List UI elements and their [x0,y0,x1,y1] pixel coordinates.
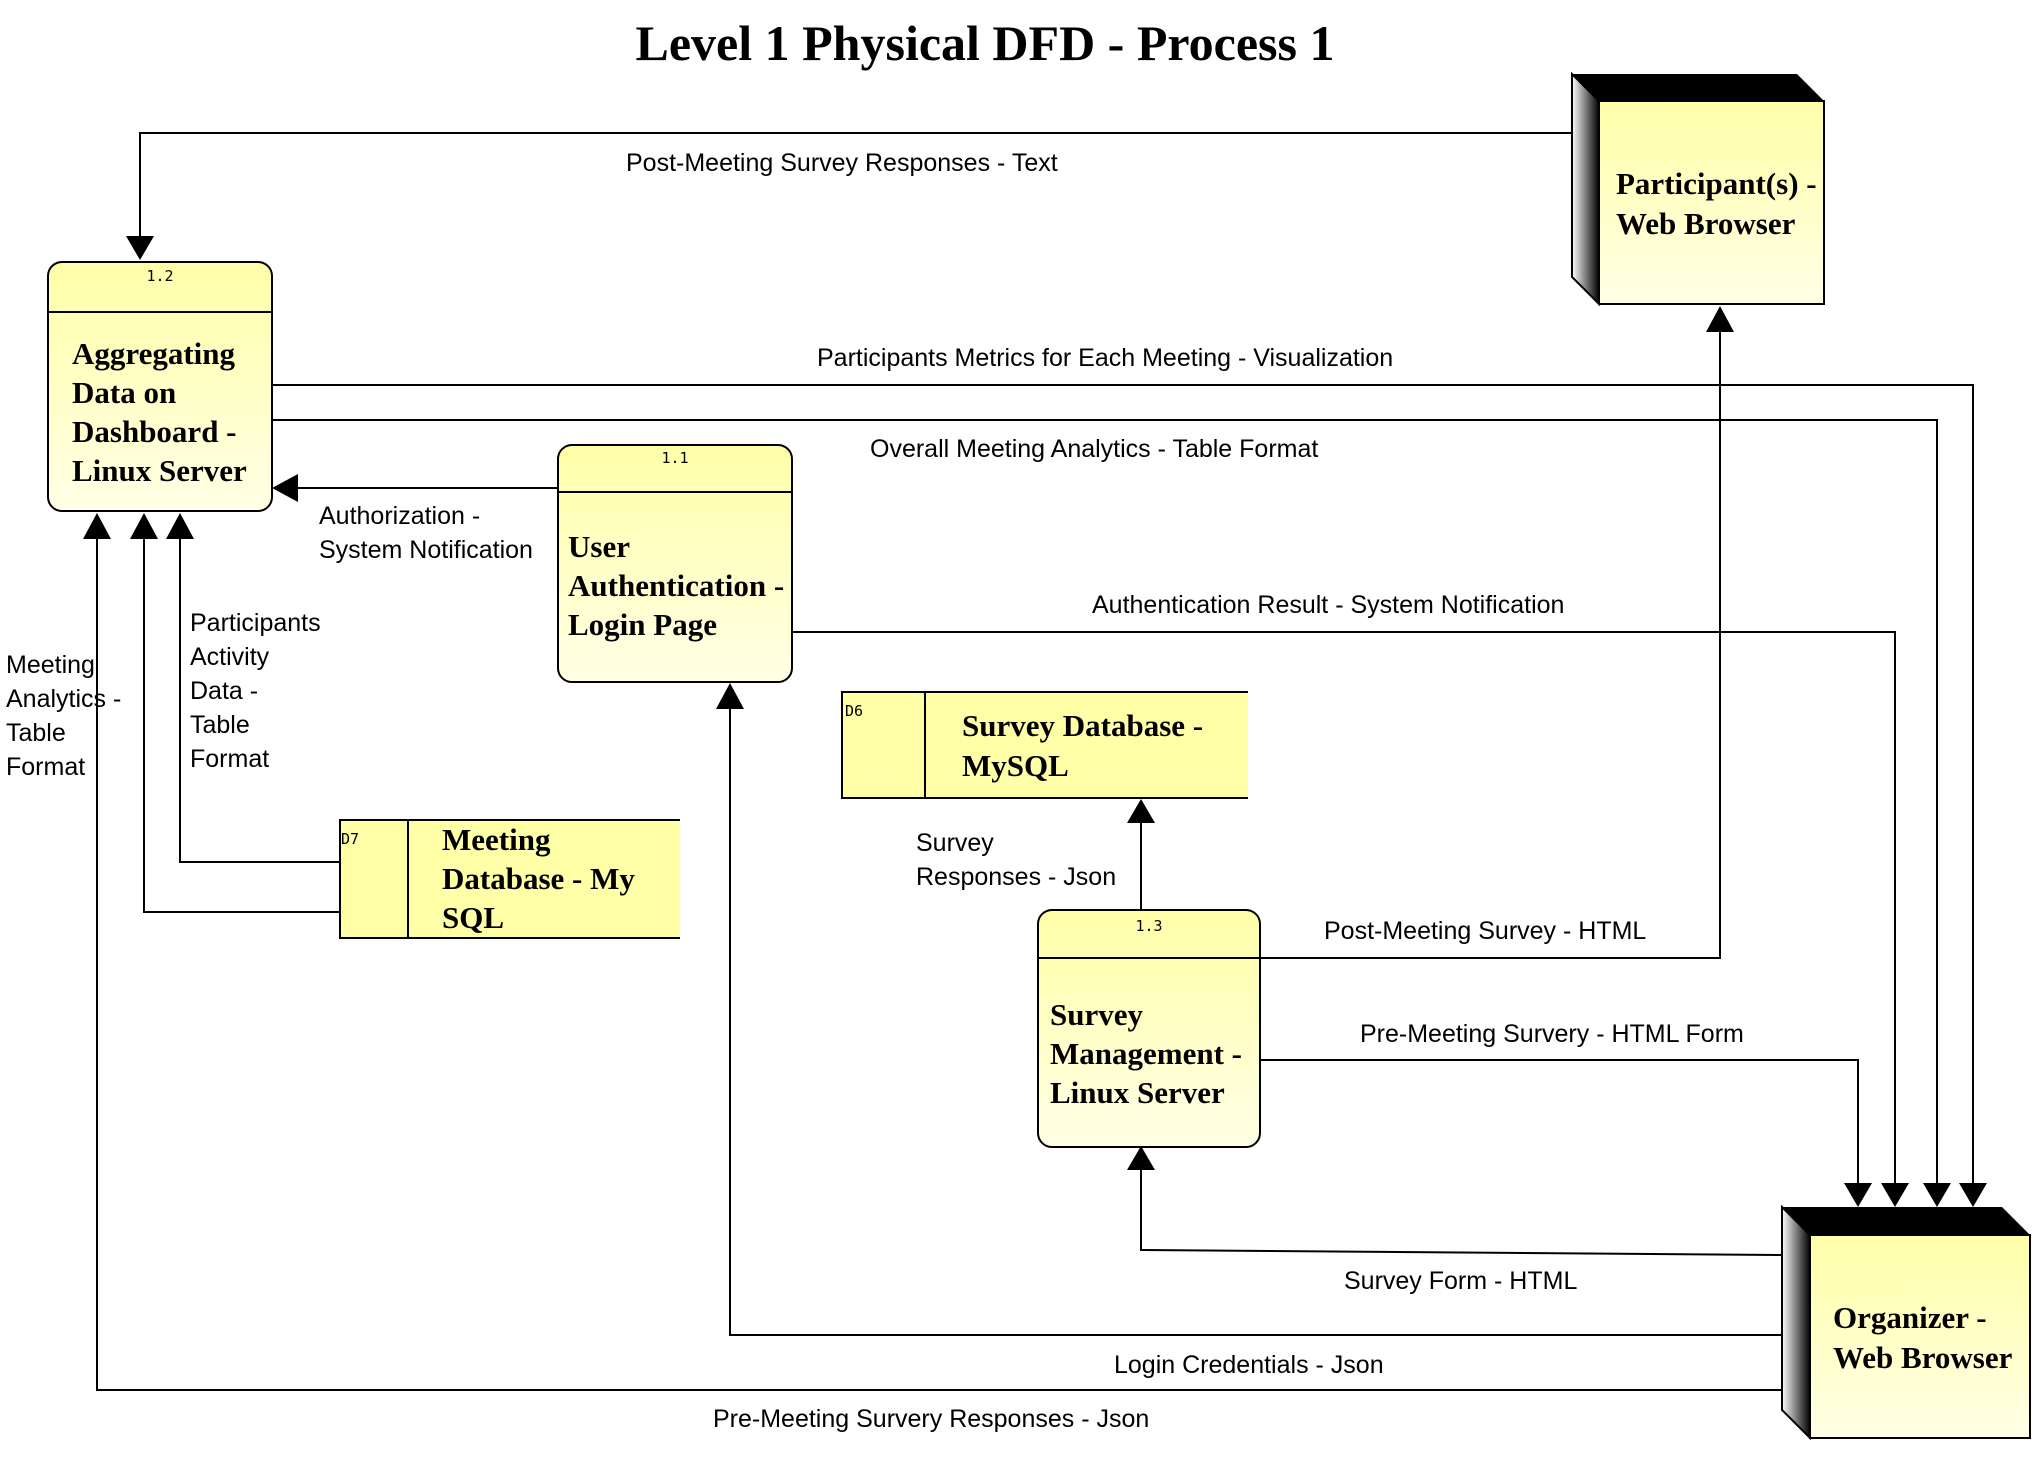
flow-line-survey-form [1140,1168,1783,1256]
flow-label-participants-activity: Participants Activity Data - Table Forma… [190,609,328,773]
entity-box [1598,100,1825,305]
flow-line-pre-meeting-survey [1260,1059,1859,1185]
store-box [841,691,1248,799]
arrowhead [1127,1146,1155,1170]
flow-line-meeting-analytics [143,535,340,913]
store-label: Survey Database - MySQL [962,708,1211,783]
flow-line-post-meeting-responses [139,132,1572,238]
external-entity-participant: Participant(s) - Web Browser [1571,71,1825,307]
arrowhead [1127,799,1155,823]
data-store-d7: D7 Meeting Database - My SQL [339,819,680,939]
data-store-d6: D6 Survey Database - MySQL [841,691,1248,799]
flow-label-auth-result: Authentication Result - System Notificat… [1092,591,1564,619]
store-id: D6 [845,702,863,720]
entity-label: Organizer - Web Browser [1833,1300,2013,1375]
store-box [339,819,680,939]
arrowhead [716,683,744,709]
flow-line-pre-meeting-responses [96,535,1782,1391]
entity-shadow [1571,71,1600,307]
entity-shadow [1572,74,1824,101]
flow-label-authorization: Authorization - System Notification [319,502,533,564]
flow-label-meeting-analytics: Meeting Analytics - Table Format [6,651,128,781]
process-box [1037,909,1261,1148]
arrowhead [1844,1183,1872,1207]
entity-box [1809,1234,2031,1439]
flow-line-overall-analytics [272,419,1938,1185]
process-label: Aggregating Data on Dashboard - Linux Se… [72,336,247,488]
process-1-1: 1.1 User Authentication - Login Page [557,444,793,683]
flow-line-participants-metrics [272,384,1974,1185]
flow-label-pre-meeting-survey: Pre-Meeting Survery - HTML Form [1360,1020,1744,1048]
flow-label-survey-form: Survey Form - HTML [1344,1267,1577,1295]
store-id: D7 [341,830,359,848]
process-label: Survey Management - Linux Server [1050,997,1250,1110]
diagram-title: Level 1 Physical DFD - Process 1 [636,15,1335,71]
flow-label-pre-meeting-responses: Pre-Meeting Survery Responses - Json [713,1405,1149,1433]
process-id: 1.2 [146,267,173,285]
arrowhead [83,513,111,539]
store-label: Meeting Database - My SQL [442,822,643,935]
process-box [47,261,273,512]
arrowhead [272,474,298,502]
arrowhead [1881,1183,1909,1207]
flow-line-post-meeting-survey [1260,330,1721,959]
process-id: 1.1 [661,449,688,467]
flow-label-participants-metrics: Participants Metrics for Each Meeting - … [817,344,1393,372]
external-entity-organizer: Organizer - Web Browser [1781,1204,2031,1441]
entity-label: Participant(s) - Web Browser [1616,166,1824,241]
flow-line-login-credentials [729,705,1782,1336]
arrowhead [1923,1183,1951,1207]
process-label: User Authentication - Login Page [568,529,792,642]
arrowhead [126,236,154,260]
flow-label-overall-analytics: Overall Meeting Analytics - Table Format [870,435,1318,463]
entity-shadow [1781,1204,1811,1441]
flow-label-post-meeting-responses: Post-Meeting Survey Responses - Text [626,149,1058,177]
flow-line-participants-activity [179,535,340,863]
arrowhead [130,513,158,539]
arrowhead [1706,306,1734,332]
process-1-3: 1.3 Survey Management - Linux Server [1037,909,1261,1148]
flow-label-post-meeting-survey: Post-Meeting Survey - HTML [1324,917,1646,945]
flow-label-login-credentials: Login Credentials - Json [1114,1351,1384,1379]
entity-shadow [1782,1207,2030,1235]
process-box [557,444,793,683]
arrowhead [166,513,194,539]
flow-label-survey-responses-json: Survey Responses - Json [916,829,1116,891]
process-1-2: 1.2 Aggregating Data on Dashboard - Linu… [47,261,273,512]
process-id: 1.3 [1135,917,1162,935]
flow-line-auth-result [792,631,1896,1185]
arrowhead [1959,1183,1987,1207]
